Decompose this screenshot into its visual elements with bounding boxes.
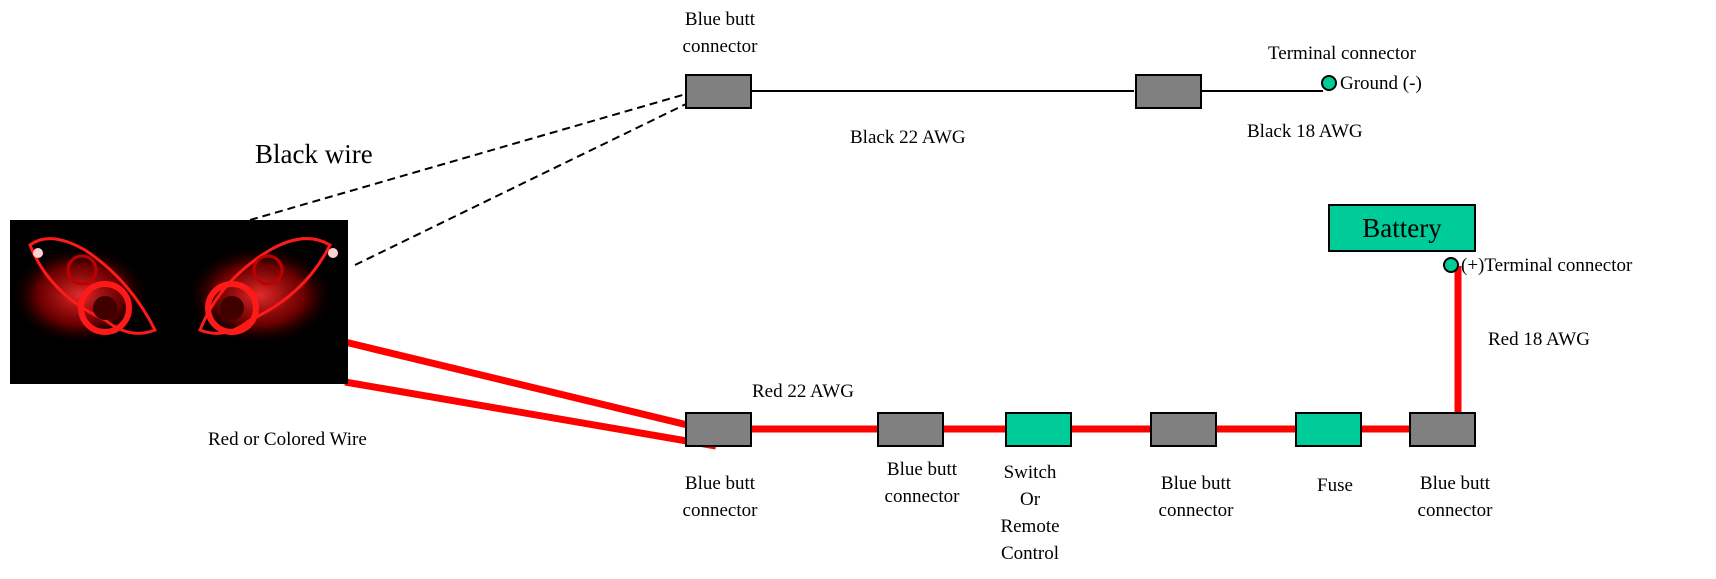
- black-wire-dash-2: [354, 103, 687, 266]
- bottom-butt-connector-1-label: Blue butt connector: [682, 473, 758, 521]
- fuse-label: Fuse: [1317, 475, 1353, 496]
- right-headlight: [185, 237, 338, 345]
- battery-label: Battery: [1362, 212, 1442, 243]
- switch-box: [1005, 412, 1072, 447]
- red-wire-lower: [344, 378, 717, 450]
- black-18-awg-label: Black 18 AWG: [1247, 121, 1363, 142]
- red-or-colored-wire-label: Red or Colored Wire: [208, 429, 367, 450]
- battery-box: Battery: [1328, 204, 1476, 252]
- red-wire-upper: [344, 338, 701, 432]
- ground-label: Ground (-): [1340, 73, 1422, 94]
- left-headlight: [10, 237, 158, 345]
- headlight-photo: [10, 220, 348, 384]
- positive-terminal-label: (+)Terminal connector: [1461, 255, 1633, 276]
- terminal-connector-label: Terminal connector: [1268, 43, 1416, 64]
- fuse-box: [1295, 412, 1362, 447]
- bottom-butt-connector-3-label: Blue butt connector: [1158, 473, 1234, 521]
- top-butt-connector-label: Blue butt connector: [682, 9, 758, 57]
- bottom-butt-connector-1: [685, 412, 752, 447]
- top-butt-connector-1: [685, 74, 752, 109]
- black-wire-dash-1: [249, 93, 687, 221]
- switch-label: Switch Or Remote Control: [1000, 462, 1060, 564]
- ground-terminal-icon: [1321, 75, 1337, 91]
- bottom-butt-connector-4: [1409, 412, 1476, 447]
- red-18-awg-label: Red 18 AWG: [1488, 329, 1590, 350]
- bottom-butt-connector-4-label: Blue butt connector: [1417, 473, 1493, 521]
- black-22-awg-label: Black 22 AWG: [850, 127, 966, 148]
- bottom-butt-connector-2-label: Blue butt connector: [884, 459, 960, 507]
- red-22-awg-label: Red 22 AWG: [752, 381, 854, 402]
- positive-terminal-icon: [1443, 257, 1459, 273]
- bottom-butt-connector-2: [877, 412, 944, 447]
- bottom-butt-connector-3: [1150, 412, 1217, 447]
- black-wire-label: Black wire: [255, 139, 373, 169]
- top-butt-connector-2: [1135, 74, 1202, 109]
